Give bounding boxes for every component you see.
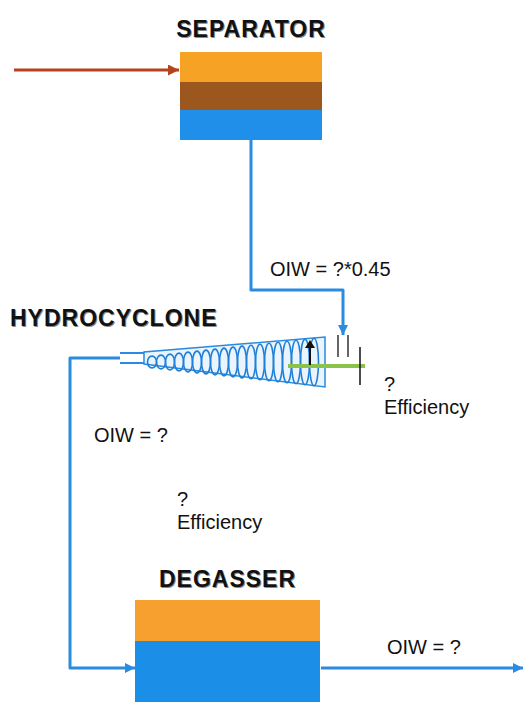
swirl-coil xyxy=(184,352,193,372)
swirl-coil xyxy=(229,347,238,377)
water-line xyxy=(70,358,135,668)
swirl-coil xyxy=(202,350,211,374)
equipment-title: HYDROCYCLONE xyxy=(10,305,218,332)
underflow-bar xyxy=(288,364,365,368)
liquid-layer xyxy=(180,52,322,82)
liquid-layer xyxy=(135,600,320,641)
swirl-coil xyxy=(247,345,256,379)
equipment-title: SEPARATOR xyxy=(176,16,326,43)
swirl-coil xyxy=(148,356,157,368)
inlet-pipe xyxy=(347,335,349,357)
swirl-coil xyxy=(220,348,229,376)
oil-in-water-note: OIW = ? xyxy=(92,424,170,447)
oil-in-water-note: OIW = ?*0.45 xyxy=(268,258,393,281)
swirl-coil xyxy=(175,353,184,371)
swirl-coil xyxy=(157,355,166,369)
swirl-coil xyxy=(265,343,274,381)
swirl-coil xyxy=(211,349,220,375)
vortex-arrow-head xyxy=(305,340,315,348)
swirl-coil xyxy=(274,342,283,382)
overflow-pipe xyxy=(120,352,144,354)
swirl-coil xyxy=(166,354,175,370)
swirl-coil xyxy=(193,351,202,373)
water-outlet-arrow xyxy=(321,667,523,670)
oil-in-water-note: OIW = ? xyxy=(385,636,463,659)
efficiency-note: ? Efficiency xyxy=(382,373,471,419)
inlet-pipe xyxy=(337,335,339,357)
equipment-title: DEGASSER xyxy=(159,566,296,593)
cyclone-cone xyxy=(144,337,325,387)
liquid-layer xyxy=(180,110,322,140)
outlet-stub xyxy=(359,347,361,385)
separator-vessel: SEPARATOR xyxy=(180,52,322,140)
swirl-coil xyxy=(292,340,301,384)
hydrocyclone: HYDROCYCLONE xyxy=(120,335,365,390)
feed-arrow xyxy=(14,69,179,72)
liquid-layer xyxy=(135,641,320,702)
efficiency-note: ? Efficiency xyxy=(175,488,264,534)
overflow-pipe xyxy=(120,362,144,364)
swirl-coil xyxy=(256,344,265,380)
swirl-coil xyxy=(283,341,292,383)
swirl-coil xyxy=(238,346,247,378)
water-line xyxy=(251,140,343,335)
liquid-layer xyxy=(180,82,322,110)
degasser-vessel: DEGASSER xyxy=(135,600,320,702)
hydrocyclone-illustration xyxy=(120,335,365,390)
